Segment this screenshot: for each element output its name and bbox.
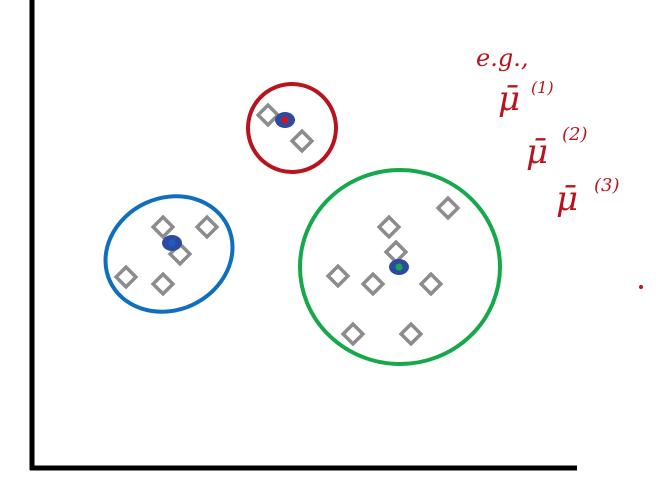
annotation-dot	[639, 285, 643, 289]
centroids	[162, 112, 409, 275]
annotation-mu-1: μ̄	[498, 79, 520, 119]
cluster-blue-ellipse	[103, 194, 235, 314]
data-point	[150, 214, 176, 240]
data-point	[289, 128, 315, 154]
data-point	[418, 271, 444, 297]
annotation-sup-3: (3)	[594, 175, 620, 196]
data-points	[113, 102, 461, 347]
cluster-red-ellipse	[246, 82, 338, 174]
data-point	[325, 263, 351, 289]
annotation-mu-2: μ̄	[526, 132, 548, 172]
data-point	[150, 271, 176, 297]
annotation-sup-2: (2)	[562, 124, 588, 145]
annotation: e.g., μ̄ (1) μ̄ (2) μ̄ (3)	[476, 44, 643, 289]
data-point	[435, 195, 461, 221]
annotation-eg: e.g.,	[476, 44, 528, 72]
data-point	[383, 239, 409, 265]
cluster-ellipses	[103, 82, 502, 366]
centroid-green	[389, 259, 409, 275]
data-point	[255, 102, 281, 128]
data-point	[113, 264, 139, 290]
centroid-blue	[162, 235, 182, 251]
data-point	[340, 321, 366, 347]
data-point	[194, 214, 220, 240]
centroid-red	[275, 112, 295, 128]
annotation-sup-1: (1)	[531, 78, 554, 97]
annotation-mu-3: μ̄	[556, 179, 578, 219]
data-point	[376, 214, 402, 240]
data-point	[360, 271, 386, 297]
cluster-green-ellipse	[298, 168, 502, 366]
axes	[29, 0, 577, 471]
data-point	[398, 321, 424, 347]
